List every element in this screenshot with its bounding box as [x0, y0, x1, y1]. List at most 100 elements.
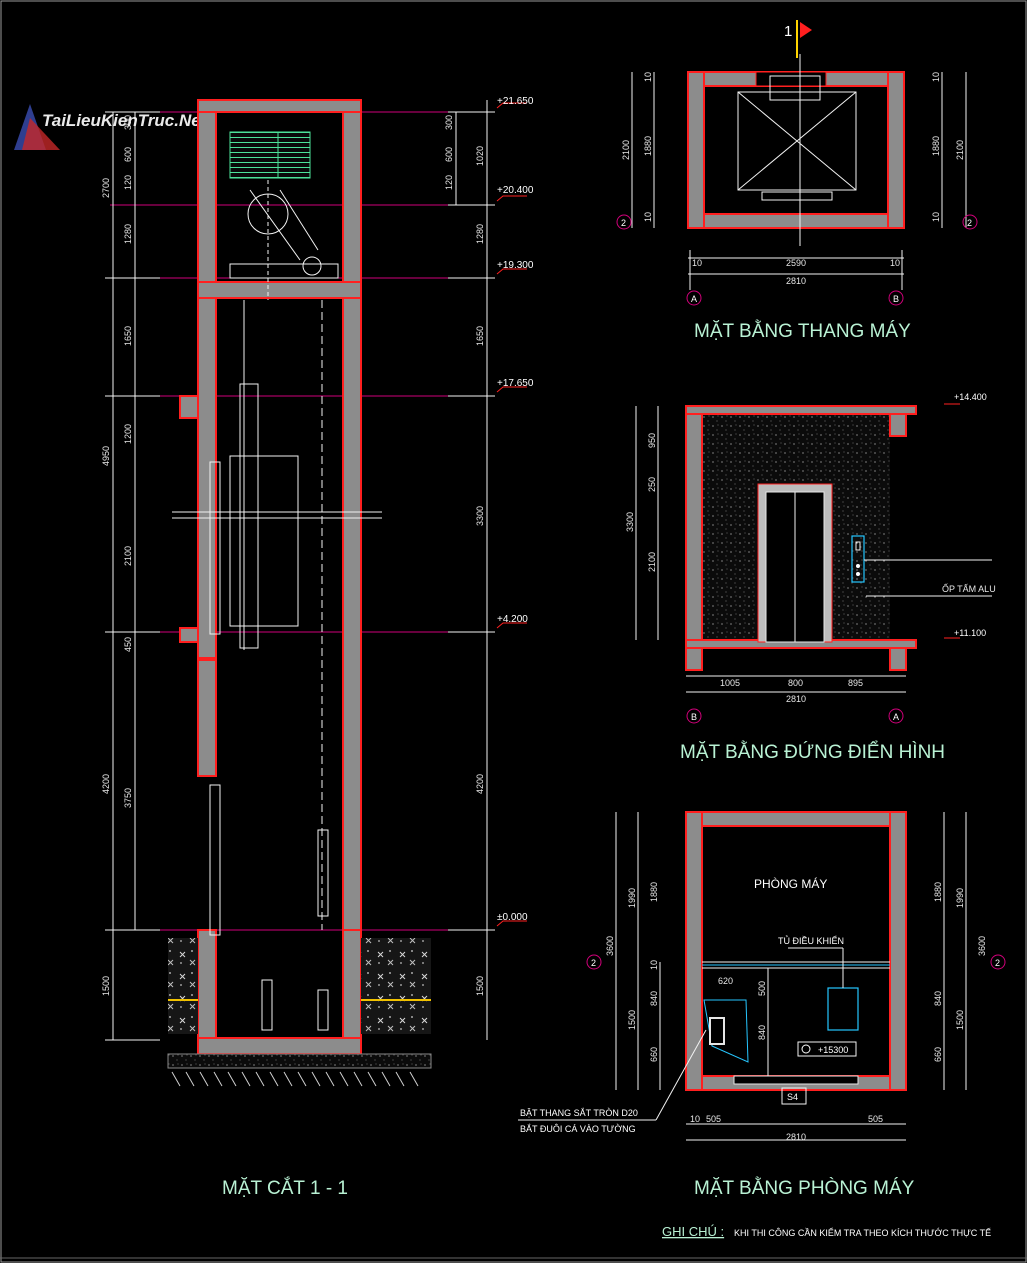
- dim-4950: 4950: [101, 446, 111, 466]
- shaft-wall-top-left: [197, 111, 217, 283]
- ground-hatch: [171, 1071, 419, 1087]
- room-label: PHÒNG MÁY: [754, 876, 827, 891]
- dim-3750: 3750: [123, 788, 133, 808]
- soil-right: [361, 938, 431, 1034]
- plan-wall-bottom: [687, 213, 905, 229]
- room-axis-2-left: 2: [591, 958, 596, 968]
- dim-r-1500: 1500: [475, 976, 485, 996]
- machine-room-slab: [197, 281, 362, 299]
- room-dim-505-r: 505: [868, 1114, 883, 1124]
- room-dim-620: 620: [718, 976, 733, 986]
- floor-slab-stub-2: [179, 627, 199, 643]
- elevation-wall-left: [685, 405, 703, 671]
- cabinet-label: TỦ ĐIỀU KHIỂN: [778, 935, 844, 946]
- shaft-wall-left-lower: [197, 659, 217, 777]
- level-19300: +19.300: [497, 260, 534, 271]
- room-dim-660-left: 660: [649, 1047, 659, 1062]
- level-markers: +21.650 +20.400 +19.300 +17.650 +4.200 ±…: [496, 96, 534, 927]
- room-wall-left: [685, 811, 703, 1091]
- room-level-text: +15300: [818, 1045, 848, 1055]
- plan-dim-1880-right: 1880: [931, 136, 941, 156]
- elevation-axis-a: A: [893, 712, 899, 722]
- pit-wall-right: [342, 929, 362, 1039]
- section-mark: 1: [784, 20, 812, 58]
- shaft-wall-top-right: [342, 111, 362, 283]
- elevation-dim-250: 250: [647, 477, 657, 492]
- elevation-dim-1005: 1005: [720, 678, 740, 688]
- elevation-dim-800: 800: [788, 678, 803, 688]
- room-dim-3600-right: 3600: [977, 936, 987, 956]
- dim-1650: 1650: [123, 326, 133, 346]
- room-dim-840-inner: 840: [757, 1025, 767, 1040]
- plan-wall-left: [687, 71, 705, 229]
- call-button-panel: [851, 535, 865, 583]
- room-level-tag: +15300: [797, 1041, 857, 1057]
- elevation-note-alu: ỐP TẤM ALU: [942, 583, 996, 594]
- machine-room-title: MẶT BẰNG PHÒNG MÁY: [694, 1177, 915, 1199]
- section-dim-lines: [105, 100, 495, 1041]
- elevation-level-11100: +11.100: [954, 628, 986, 638]
- machine-room-plan: TỦ ĐIỀU KHIỂN PHÒNG MÁY +15300 S4 1990 1…: [518, 811, 1006, 1199]
- car-and-rails: [172, 300, 382, 936]
- room-dim-10-l: 10: [690, 1114, 700, 1124]
- pit-buffers: [261, 979, 329, 1031]
- elevation-axis-markers: B A: [686, 708, 904, 724]
- elevation-view: ỐP TẤM ALU 950 250 2100 3300 1005 800 89…: [625, 392, 996, 763]
- section-mark-label: 1: [784, 23, 792, 40]
- plan-dim-10-r: 10: [890, 258, 900, 268]
- soil-left: [168, 938, 198, 1034]
- door-tag: S4: [787, 1092, 798, 1102]
- room-wall-right: [889, 811, 907, 1091]
- elevation-dim-950: 950: [647, 433, 657, 448]
- room-dim-1880-right: 1880: [933, 882, 943, 902]
- plan-dim-10-l: 10: [692, 258, 702, 268]
- room-dim-1500-right: 1500: [955, 1010, 965, 1030]
- pit-wall-left: [197, 929, 217, 1039]
- elevation-dim-3300: 3300: [625, 512, 635, 532]
- shaft-wall-left: [197, 297, 217, 659]
- plan-axis-a: A: [691, 294, 697, 304]
- room-dim-3600-left: 3600: [605, 936, 615, 956]
- dim-r-1650: 1650: [475, 326, 485, 346]
- elevation-axis-b: B: [691, 712, 697, 722]
- plan-elevator: 2100 1880 10 10 1880 2100 10 10 10 2590 …: [616, 54, 978, 342]
- level-20400: +20.400: [497, 185, 534, 196]
- level-4200: +4.200: [497, 614, 528, 625]
- elevation-title: MẶT BẰNG ĐỨNG ĐIỂN HÌNH: [680, 741, 945, 763]
- plan-dim-10-bottom-right: 10: [931, 212, 941, 222]
- room-dim-840-left: 840: [649, 991, 659, 1006]
- room-dim-500: 500: [757, 981, 767, 996]
- floor-slab-stub-1: [179, 395, 199, 419]
- section-view: 2700 300 600 120 1280 1650 4950 1200 210…: [101, 96, 534, 1199]
- plan-axis-2-left: 2: [621, 218, 626, 228]
- plan-axis-2-right: 2: [967, 218, 972, 228]
- plan-axis-b: B: [893, 294, 899, 304]
- watermark-logo: TaiLieuKienTruc.Net: [14, 104, 208, 150]
- dim-2100: 2100: [123, 546, 133, 566]
- ladder-note-1: BẬT THANG SẮT TRÒN D20: [520, 1108, 638, 1118]
- machine-room-roof: [197, 99, 362, 113]
- dim-r-1280: 1280: [475, 224, 485, 244]
- section-title: MẶT CẮT 1 - 1: [222, 1177, 348, 1199]
- plan-dim-10-bottom-left: 10: [643, 212, 653, 222]
- dim-450: 450: [123, 637, 133, 652]
- dim-600: 600: [123, 147, 133, 162]
- plan-dim-2100-right: 2100: [955, 140, 965, 160]
- plan-elevator-title: MẶT BẰNG THANG MÁY: [694, 320, 911, 342]
- note-label: GHI CHÚ :: [662, 1224, 724, 1239]
- dim-r-120: 120: [444, 175, 454, 190]
- traction-machine: [229, 180, 339, 300]
- pit-slab: [197, 1037, 362, 1055]
- room-dim-505-l: 505: [706, 1114, 721, 1124]
- dim-1500: 1500: [101, 976, 111, 996]
- watermark-text: TaiLieuKienTruc.Net: [42, 111, 208, 130]
- plan-wall-right: [887, 71, 905, 229]
- level-lines: [110, 111, 490, 931]
- dim-120: 120: [123, 175, 133, 190]
- elevation-levels: +14.400 +11.100: [944, 392, 987, 639]
- dim-2700: 2700: [101, 178, 111, 198]
- dim-1280: 1280: [123, 224, 133, 244]
- room-dim-10-left: 10: [649, 960, 659, 970]
- general-note: GHI CHÚ : KHI THI CÔNG CẦN KIỂM TRA THEO…: [662, 1224, 991, 1239]
